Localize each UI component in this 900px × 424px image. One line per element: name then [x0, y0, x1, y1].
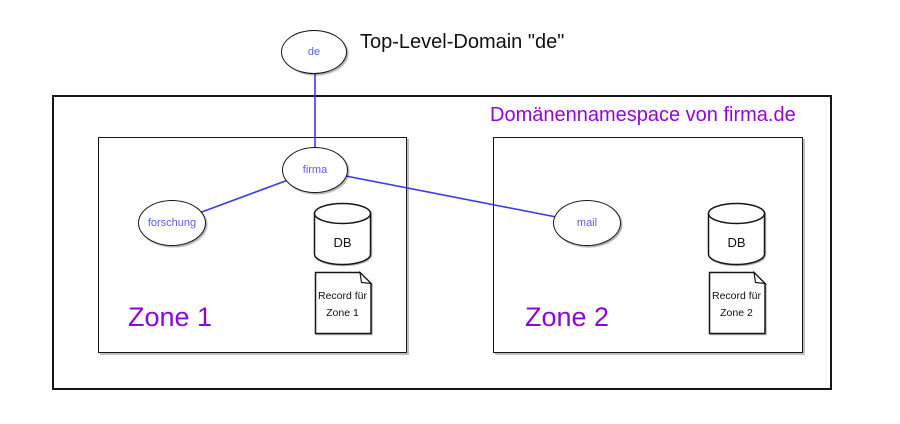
namespace-title: Domänennamespace von firma.de — [490, 104, 796, 126]
node-firma-label: firma — [302, 164, 328, 176]
record-document-icon — [314, 271, 373, 335]
zone1-label: Zone 1 — [128, 302, 213, 332]
tld-title: Top-Level-Domain "de" — [360, 31, 565, 53]
zone2-record-line1: Record für — [711, 289, 762, 302]
zone1-record-line2: Zone 1 — [326, 306, 359, 319]
database-cylinder-icon — [313, 202, 372, 266]
zone1-db-label: DB — [333, 235, 352, 250]
node-mail-label: mail — [576, 217, 598, 229]
node-mail: mail — [553, 200, 621, 246]
record-document-icon — [708, 271, 767, 335]
zone2-record-line2: Zone 2 — [720, 306, 753, 319]
node-de: de — [281, 30, 347, 74]
node-firma: firma — [282, 147, 348, 193]
zone2-record-text: Record für Zone 2 — [708, 271, 765, 334]
zone2-db-label: DB — [727, 235, 746, 250]
database-cylinder-icon — [707, 202, 766, 266]
node-de-label: de — [307, 46, 321, 58]
zone2-label: Zone 2 — [525, 302, 610, 332]
zone1-record-line1: Record für — [317, 289, 368, 302]
node-forschung: forschung — [138, 200, 206, 246]
domain-namespace-box — [52, 95, 832, 390]
node-forschung-label: forschung — [147, 217, 197, 229]
zone1-record-text: Record für Zone 1 — [314, 271, 371, 334]
